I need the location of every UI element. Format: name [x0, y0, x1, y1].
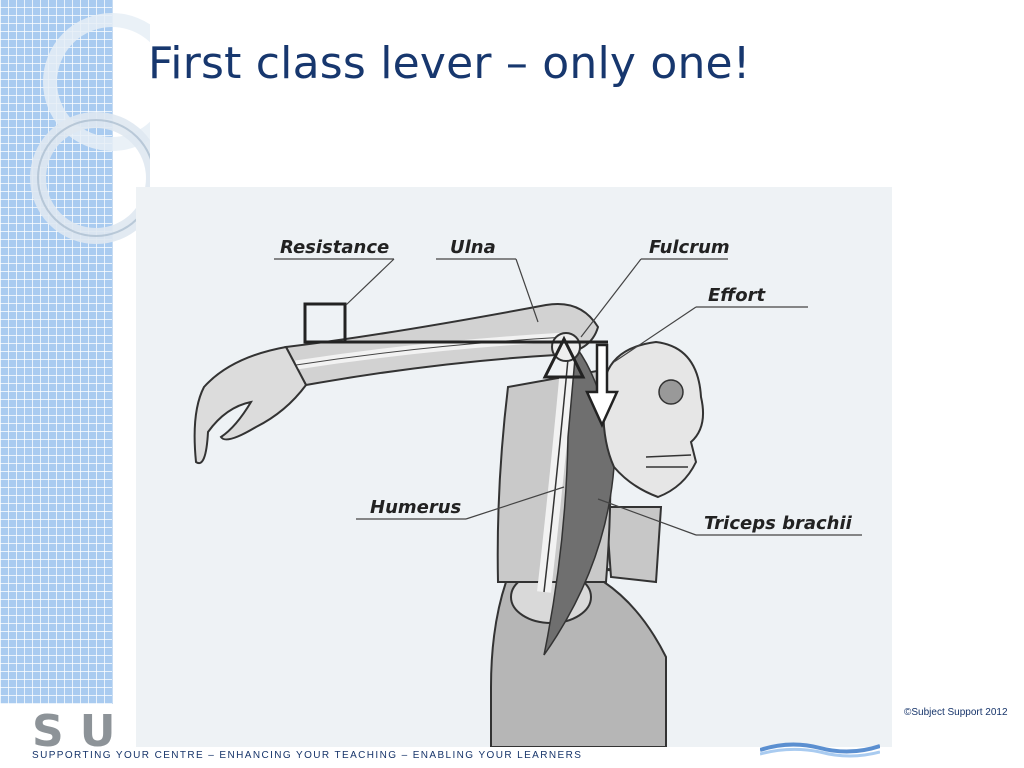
- hand: [193, 345, 308, 465]
- triceps-pointer: [597, 498, 697, 536]
- humerus-outline: [543, 358, 569, 593]
- ulna-pointer: [515, 258, 539, 323]
- decorative-wave: [760, 742, 880, 758]
- subject-support-logo: SU: [32, 706, 132, 757]
- slide-title: First class lever – only one!: [148, 38, 751, 89]
- humerus-pointer: [465, 486, 565, 520]
- teeth: [645, 454, 692, 468]
- neck: [604, 506, 663, 584]
- fulcrum-triangle: [542, 335, 586, 379]
- label-effort: Effort: [708, 285, 767, 306]
- fulcrum-pointer: [580, 258, 642, 338]
- decorative-rings: [30, 13, 150, 244]
- label-ulna: Ulna: [450, 237, 496, 258]
- footer-tagline: SUPPORTING YOUR CENTRE – ENHANCING YOUR …: [32, 750, 583, 761]
- resistance-pointer: [345, 258, 395, 306]
- arm-lever-illustration: Resistance Ulna Fulcrum Effort Humerus T…: [193, 237, 862, 748]
- label-fulcrum: Fulcrum: [649, 237, 730, 258]
- label-triceps-brachii: Triceps brachii: [704, 513, 853, 534]
- lever-diagram: Resistance Ulna Fulcrum Effort Humerus T…: [136, 187, 892, 748]
- label-humerus: Humerus: [370, 497, 462, 518]
- ulna-outline: [295, 336, 567, 366]
- skull: [602, 340, 704, 499]
- copyright-text: ©Subject Support 2012: [904, 707, 1008, 718]
- eye-socket: [658, 379, 684, 405]
- resistance-box: [303, 302, 347, 344]
- label-resistance: Resistance: [280, 237, 389, 258]
- effort-pointer: [613, 306, 697, 363]
- effort-arrow: [585, 343, 619, 429]
